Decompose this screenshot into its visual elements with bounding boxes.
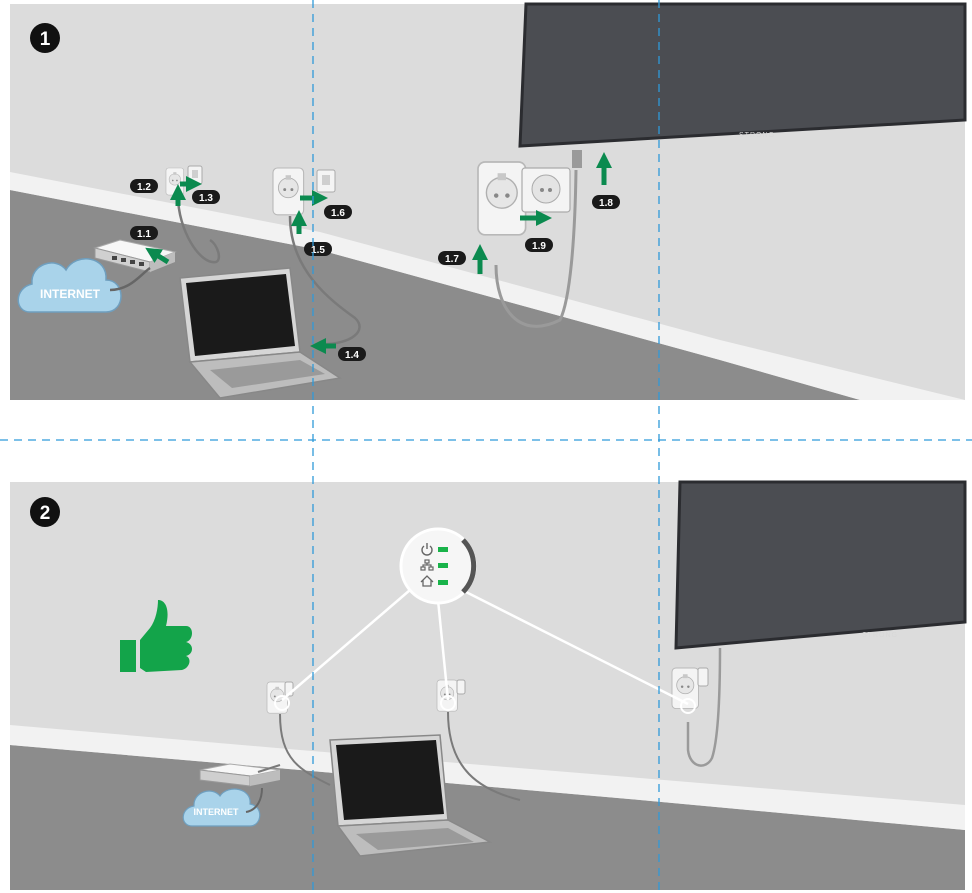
skirting-board xyxy=(10,172,965,400)
powerline-adapter-2 xyxy=(436,679,466,712)
callout-1-8: 1.8 xyxy=(592,195,620,209)
skirting-board xyxy=(10,725,965,830)
television: STRONG xyxy=(674,480,967,650)
step-1-panel: STRONG INTERNET xyxy=(10,2,967,400)
svg-text:1.8: 1.8 xyxy=(599,198,613,209)
laptop xyxy=(179,267,343,399)
led-home xyxy=(438,580,448,585)
svg-text:1.5: 1.5 xyxy=(311,245,325,256)
power-icon xyxy=(421,543,433,556)
internet-label: INTERNET xyxy=(194,807,240,817)
tv-brand-label: STRONG xyxy=(739,132,775,139)
tv-brand-label: STRONG xyxy=(862,632,898,639)
internet-label: INTERNET xyxy=(40,287,101,301)
callout-1-2: 1.2 xyxy=(130,179,158,193)
step-2-number: 2 xyxy=(40,503,51,524)
step-1-arrows xyxy=(145,151,613,355)
powerline-adapter-3 xyxy=(671,667,709,710)
router xyxy=(199,763,281,787)
svg-text:1.7: 1.7 xyxy=(445,254,459,265)
callout-1-4: 1.4 xyxy=(338,347,366,361)
cable-adapter-laptop xyxy=(447,711,521,801)
step-1-badge: 1 xyxy=(30,23,60,53)
svg-text:1.1: 1.1 xyxy=(137,229,151,240)
internet-cable xyxy=(109,266,151,292)
television: STRONG xyxy=(518,2,967,148)
thumbs-up-icon xyxy=(120,600,192,672)
led-power xyxy=(438,547,448,552)
callout-1-3: 1.3 xyxy=(192,190,220,204)
home-icon xyxy=(420,575,434,587)
svg-text:1.6: 1.6 xyxy=(331,208,345,219)
cable-router-adapter xyxy=(279,713,331,786)
cable-adapter-tv xyxy=(494,169,578,328)
led-status-callout xyxy=(274,527,696,714)
svg-text:1.4: 1.4 xyxy=(345,350,359,361)
callout-1-5: 1.5 xyxy=(304,242,332,256)
step-2-panel: STRONG INTERNET xyxy=(10,480,967,890)
network-icon xyxy=(420,559,434,571)
led-network xyxy=(438,563,448,568)
internet-cable xyxy=(245,787,263,813)
cable-router-adapter xyxy=(176,195,221,264)
svg-text:1.2: 1.2 xyxy=(137,182,151,193)
internet-cloud: INTERNET xyxy=(182,788,261,827)
step-2-badge: 2 xyxy=(30,497,60,527)
step-1-number: 1 xyxy=(40,29,51,50)
internet-cloud: INTERNET xyxy=(17,258,122,313)
callout-1-1: 1.1 xyxy=(130,226,158,240)
callout-1-9: 1.9 xyxy=(525,238,553,252)
step-1-callouts: 1.1 1.2 1.3 1.4 1.5 1.6 xyxy=(130,179,620,361)
cable-adapter-laptop xyxy=(288,215,361,346)
callout-1-6: 1.6 xyxy=(324,205,352,219)
svg-text:1.9: 1.9 xyxy=(532,241,546,252)
tv-cable-plug xyxy=(572,150,582,168)
callout-1-7: 1.7 xyxy=(438,251,466,265)
svg-text:1.3: 1.3 xyxy=(199,193,213,204)
cable-tv-adapter xyxy=(686,647,722,767)
powerline-adapter-3 xyxy=(477,161,571,236)
laptop xyxy=(329,734,493,857)
arrow-1-1 xyxy=(145,247,170,265)
